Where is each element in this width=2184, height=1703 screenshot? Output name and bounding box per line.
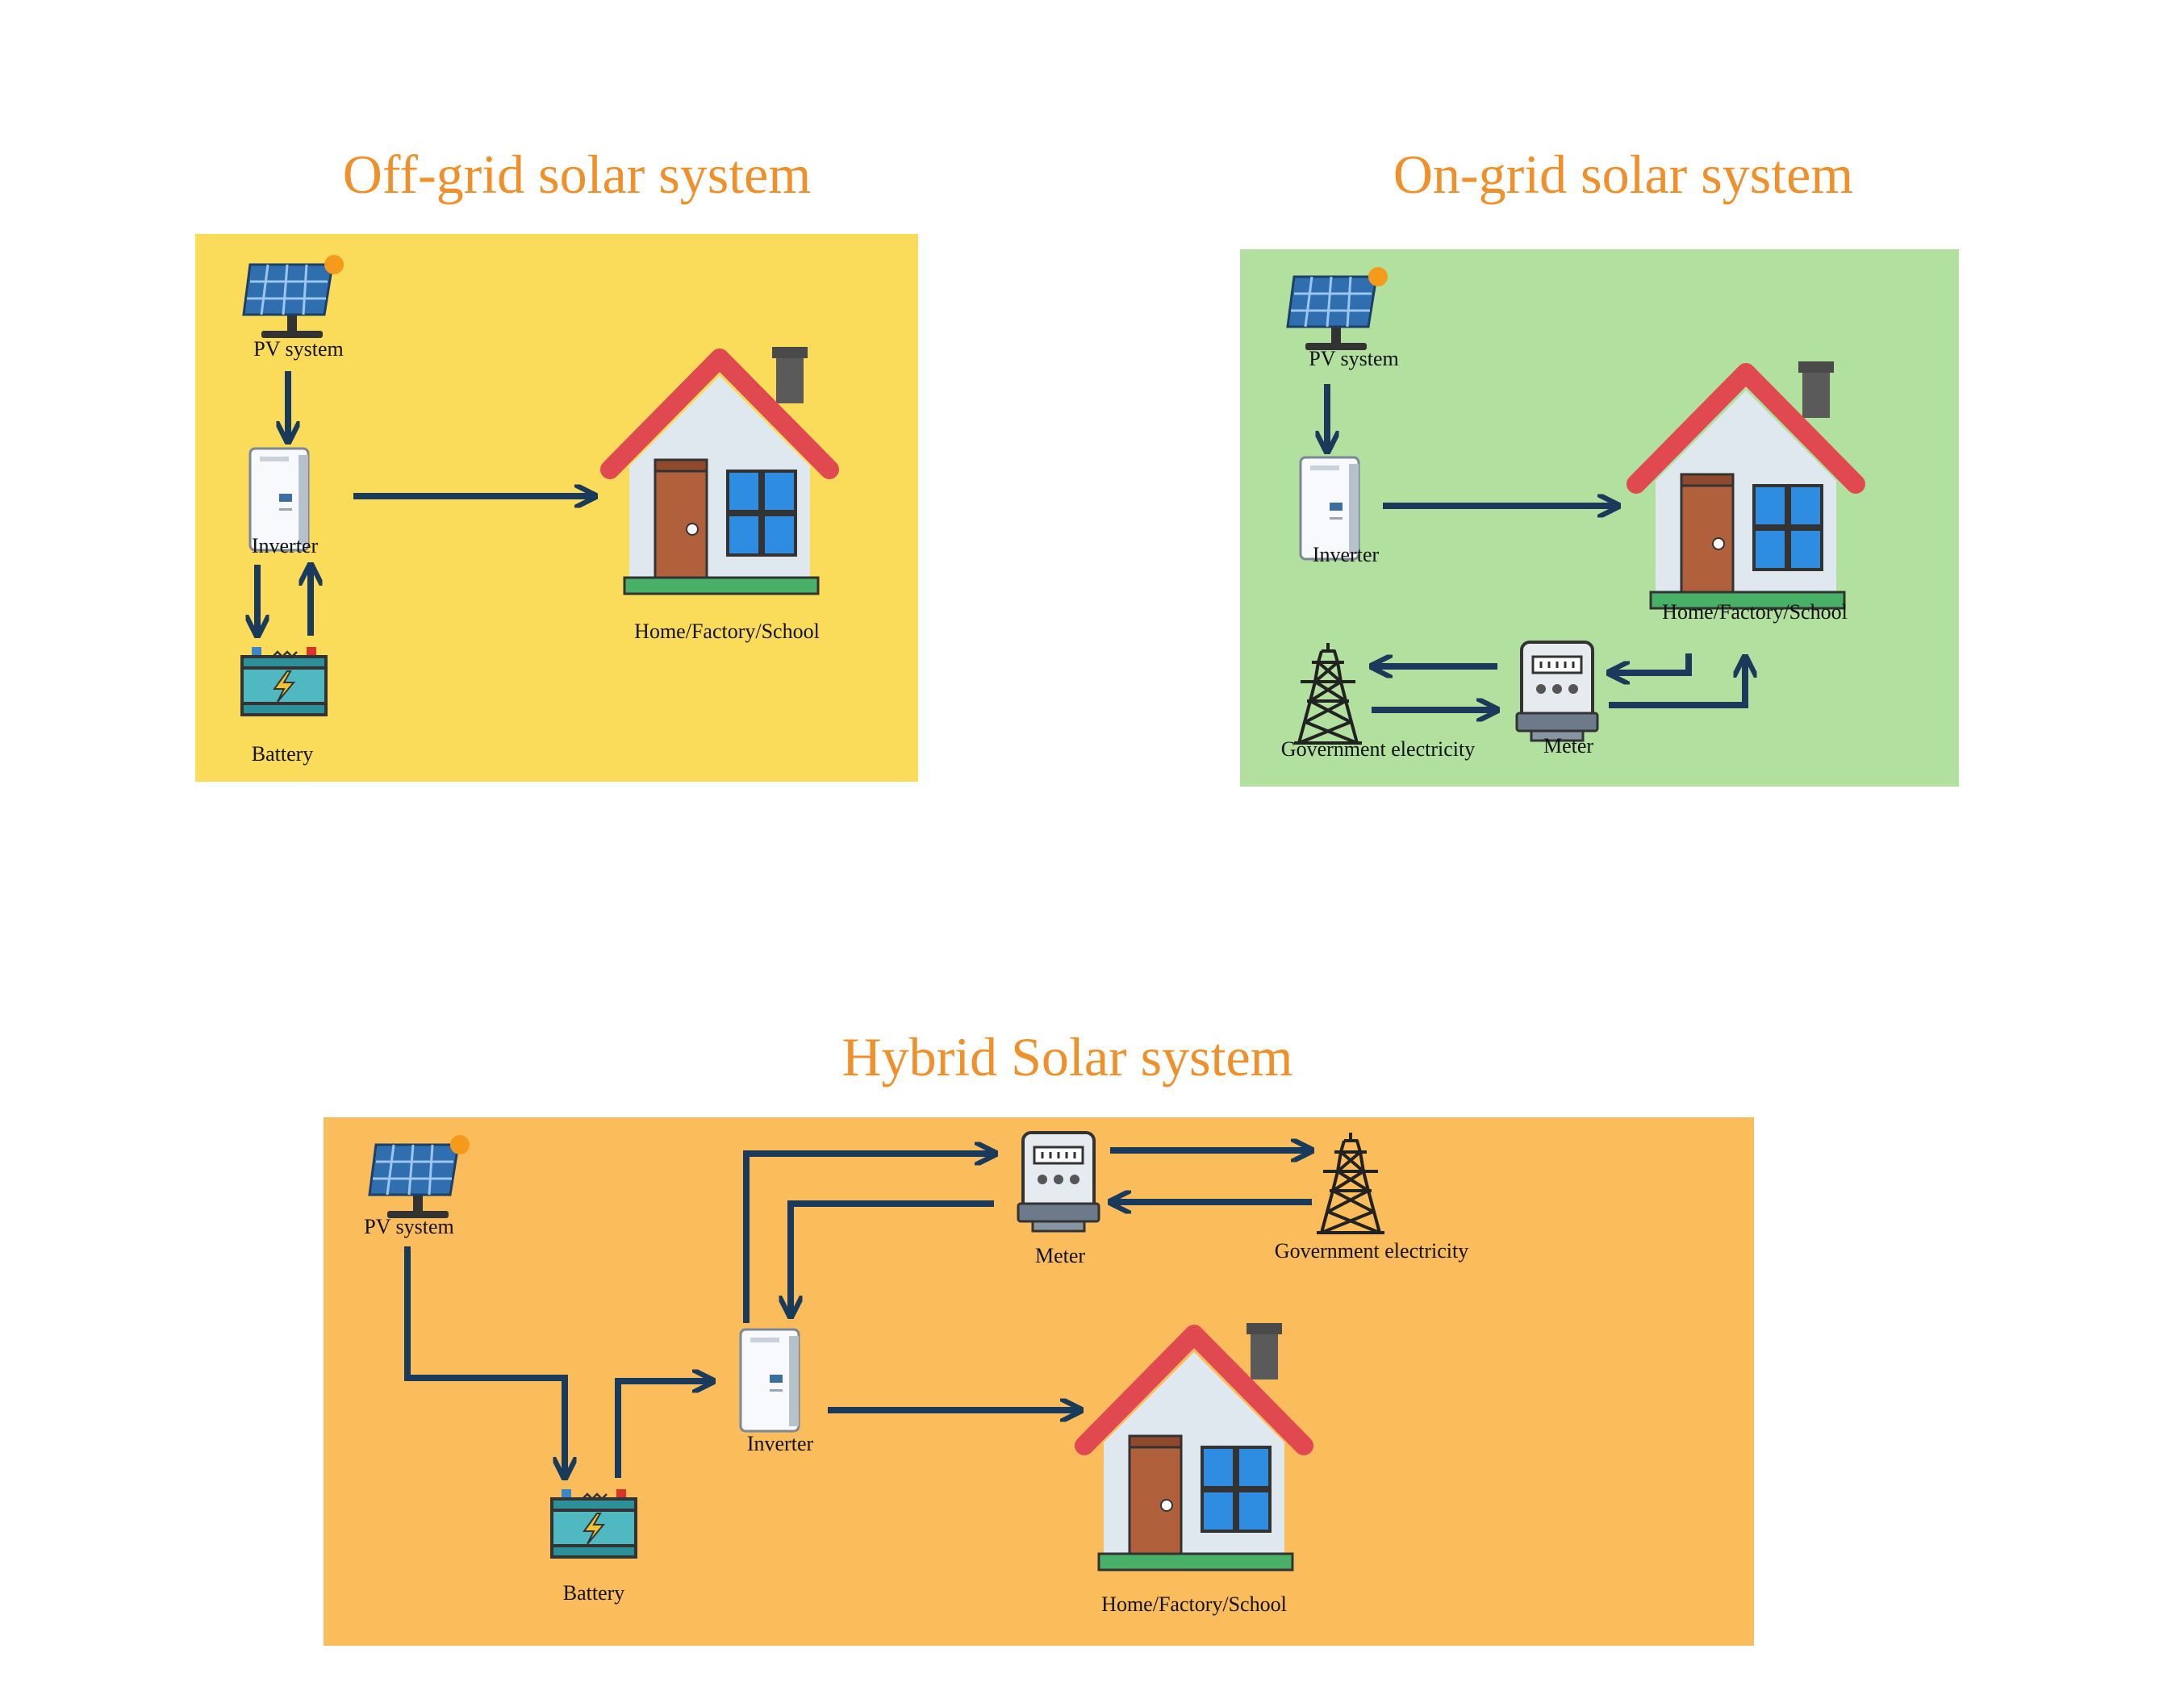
hybrid-inverter-icon — [739, 1328, 800, 1433]
ongrid-grid-label: Government electricity — [1280, 737, 1476, 761]
hybrid-battery-icon — [550, 1488, 637, 1559]
hybrid-inverter-label: Inverter — [746, 1432, 814, 1455]
ongrid-home-label: Home/Factory/School — [1662, 600, 1848, 624]
ongrid-inverter-label: Inverter — [1312, 543, 1380, 566]
ongrid-pv-label: PV system — [1309, 347, 1399, 370]
offgrid-title: Off-grid solar system — [342, 144, 812, 205]
ongrid-panel — [1240, 249, 1959, 787]
ongrid-solar-panel-icon — [1286, 265, 1389, 352]
ongrid-power-tower-icon — [1292, 641, 1363, 745]
hybrid-battery-label: Battery — [562, 1581, 625, 1605]
ongrid-meter-icon — [1515, 641, 1599, 742]
hybrid-meter-icon — [1017, 1131, 1100, 1233]
ongrid-meter-label: Meter — [1543, 734, 1594, 758]
offgrid-pv-label: PV system — [253, 337, 344, 361]
offgrid-home-label: Home/Factory/School — [634, 620, 820, 643]
hybrid-solar-panel-icon — [368, 1133, 471, 1220]
hybrid-arrows — [404, 1150, 1312, 1478]
hybrid-title: Hybrid Solar system — [841, 1026, 1293, 1087]
ongrid-title: On-grid solar system — [1393, 144, 1854, 205]
offgrid-inverter-label: Inverter — [251, 534, 319, 557]
hybrid-home-label: Home/Factory/School — [1101, 1592, 1287, 1616]
offgrid-battery-icon — [240, 645, 328, 716]
offgrid-arrows — [257, 371, 595, 636]
ongrid-house-icon — [1636, 361, 1856, 608]
offgrid-battery-label: Battery — [251, 742, 314, 766]
hybrid-house-icon — [1084, 1323, 1304, 1570]
offgrid-solar-panel-icon — [242, 253, 345, 340]
offgrid-house-icon — [610, 347, 829, 594]
hybrid-meter-label: Meter — [1034, 1244, 1086, 1267]
ongrid-arrows — [1327, 384, 1745, 710]
hybrid-grid-label: Government electricity — [1274, 1239, 1469, 1263]
hybrid-power-tower-icon — [1315, 1131, 1386, 1234]
hybrid-pv-label: PV system — [364, 1215, 454, 1238]
